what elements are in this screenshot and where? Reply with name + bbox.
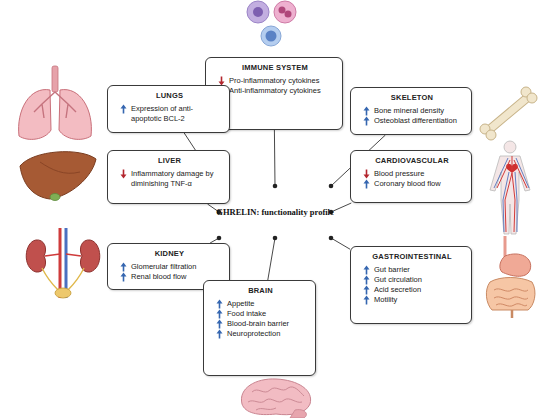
effect-row: Blood-brain barrier: [216, 319, 309, 329]
effect-row: Anti-inflammatory cytokines: [218, 86, 336, 96]
effect-row: Acid secretion: [363, 285, 465, 295]
box-heading: BRAIN: [212, 286, 309, 296]
increase-arrow: [120, 104, 127, 114]
effect-row: Food intake: [216, 309, 309, 319]
organ-box: CARDIOVASCULAR Blood pressureCoronary blo…: [350, 150, 472, 203]
effect-text: Bone mineral density: [374, 106, 444, 116]
increase-arrow: [216, 319, 223, 329]
connector-line: [331, 238, 350, 249]
effect-text: Gut barrier: [374, 265, 410, 275]
effect-row: Blood pressure: [363, 169, 465, 179]
organ-box: LIVER Inflammatory damage by diminishing …: [107, 150, 230, 204]
effect-row: Gut barrier: [363, 265, 465, 275]
effect-row: Gut circulation: [363, 275, 465, 285]
increase-arrow: [363, 106, 370, 116]
box-heading: IMMUNE SYSTEM: [214, 63, 336, 73]
effect-text: Blood-brain barrier: [227, 319, 289, 329]
decrease-arrow: [120, 169, 127, 179]
connector-line: [268, 238, 275, 280]
effect-text: Pro-inflammatory cytokines: [229, 76, 319, 86]
organ-box: LUNGS Expression of anti-apoptotic BCL-2: [107, 85, 230, 133]
increase-arrow: [363, 265, 370, 275]
effect-row: Pro-inflammatory cytokines: [218, 76, 336, 86]
bone-illustration: [480, 87, 537, 140]
increase-arrow: [216, 299, 223, 309]
effect-row: Inflammatory damage by diminishing TNF-α: [120, 169, 223, 189]
increase-arrow: [216, 309, 223, 319]
box-heading: KIDNEY: [116, 249, 223, 259]
effect-text: Glomerular filtration: [131, 262, 196, 272]
decrease-arrow: [363, 169, 370, 179]
organ-box: GASTROINTESTINAL Gut barrierGut circulati…: [350, 246, 472, 324]
hub-dot: [329, 184, 334, 189]
effect-text: Gut circulation: [374, 275, 422, 285]
effect-text: Expression of anti-apoptotic BCL-2: [131, 104, 223, 124]
effect-text: Inflammatory damage by diminishing TNF-α: [131, 169, 223, 189]
hub-text: GHRELIN: functionality profile: [216, 207, 333, 217]
effect-row: Osteoblast differentiation: [363, 116, 465, 126]
effect-row: Coronary blood flow: [363, 179, 465, 189]
immune-cells: [247, 1, 296, 46]
brain-illustration: [241, 379, 310, 418]
effect-row: Motility: [363, 295, 465, 305]
lungs-illustration: [19, 66, 92, 139]
effect-text: Motility: [374, 295, 397, 305]
organ-box: SKELETON Bone mineral densityOsteoblast d…: [350, 87, 472, 135]
connector-line: [331, 203, 351, 212]
increase-arrow: [120, 262, 127, 272]
connector-line: [274, 130, 276, 186]
effect-text: Neuroprotection: [227, 329, 280, 339]
effect-row: Glomerular filtration: [120, 262, 223, 272]
hub-dot: [273, 184, 278, 189]
effect-text: Food intake: [227, 309, 266, 319]
hub-title: GHRELIN: functionality profile: [219, 186, 331, 238]
organ-box: BRAIN AppetiteFood intakeBlood-brain barr…: [203, 280, 316, 376]
effect-row: Neuroprotection: [216, 329, 309, 339]
box-heading: GASTROINTESTINAL: [359, 252, 465, 262]
box-heading: LUNGS: [116, 91, 223, 101]
box-heading: CARDIOVASCULAR: [359, 156, 465, 166]
hub-dot: [273, 236, 278, 241]
increase-arrow: [363, 275, 370, 285]
effect-text: Acid secretion: [374, 285, 421, 295]
gastrointestinal-illustration: [486, 236, 535, 318]
effect-text: Anti-inflammatory cytokines: [229, 86, 321, 96]
effect-text: Renal blood flow: [131, 272, 186, 282]
effect-text: Osteoblast differentiation: [374, 116, 457, 126]
kidney-illustration: [26, 228, 100, 298]
box-heading: SKELETON: [359, 93, 465, 103]
effect-row: Appetite: [216, 299, 309, 309]
increase-arrow: [363, 295, 370, 305]
hub-dot: [217, 236, 222, 241]
effect-row: Bone mineral density: [363, 106, 465, 116]
increase-arrow: [363, 285, 370, 295]
effect-text: Blood pressure: [374, 169, 424, 179]
increase-arrow: [363, 179, 370, 189]
liver-illustration: [20, 152, 96, 201]
effect-row: Expression of anti-apoptotic BCL-2: [120, 104, 223, 124]
effect-text: Appetite: [227, 299, 255, 309]
box-heading: LIVER: [116, 156, 223, 166]
hub-dot: [329, 236, 334, 241]
effect-text: Coronary blood flow: [374, 179, 441, 189]
increase-arrow: [216, 329, 223, 339]
increase-arrow: [363, 116, 370, 126]
cardiovascular-illustration: [490, 141, 530, 234]
increase-arrow: [120, 272, 127, 282]
